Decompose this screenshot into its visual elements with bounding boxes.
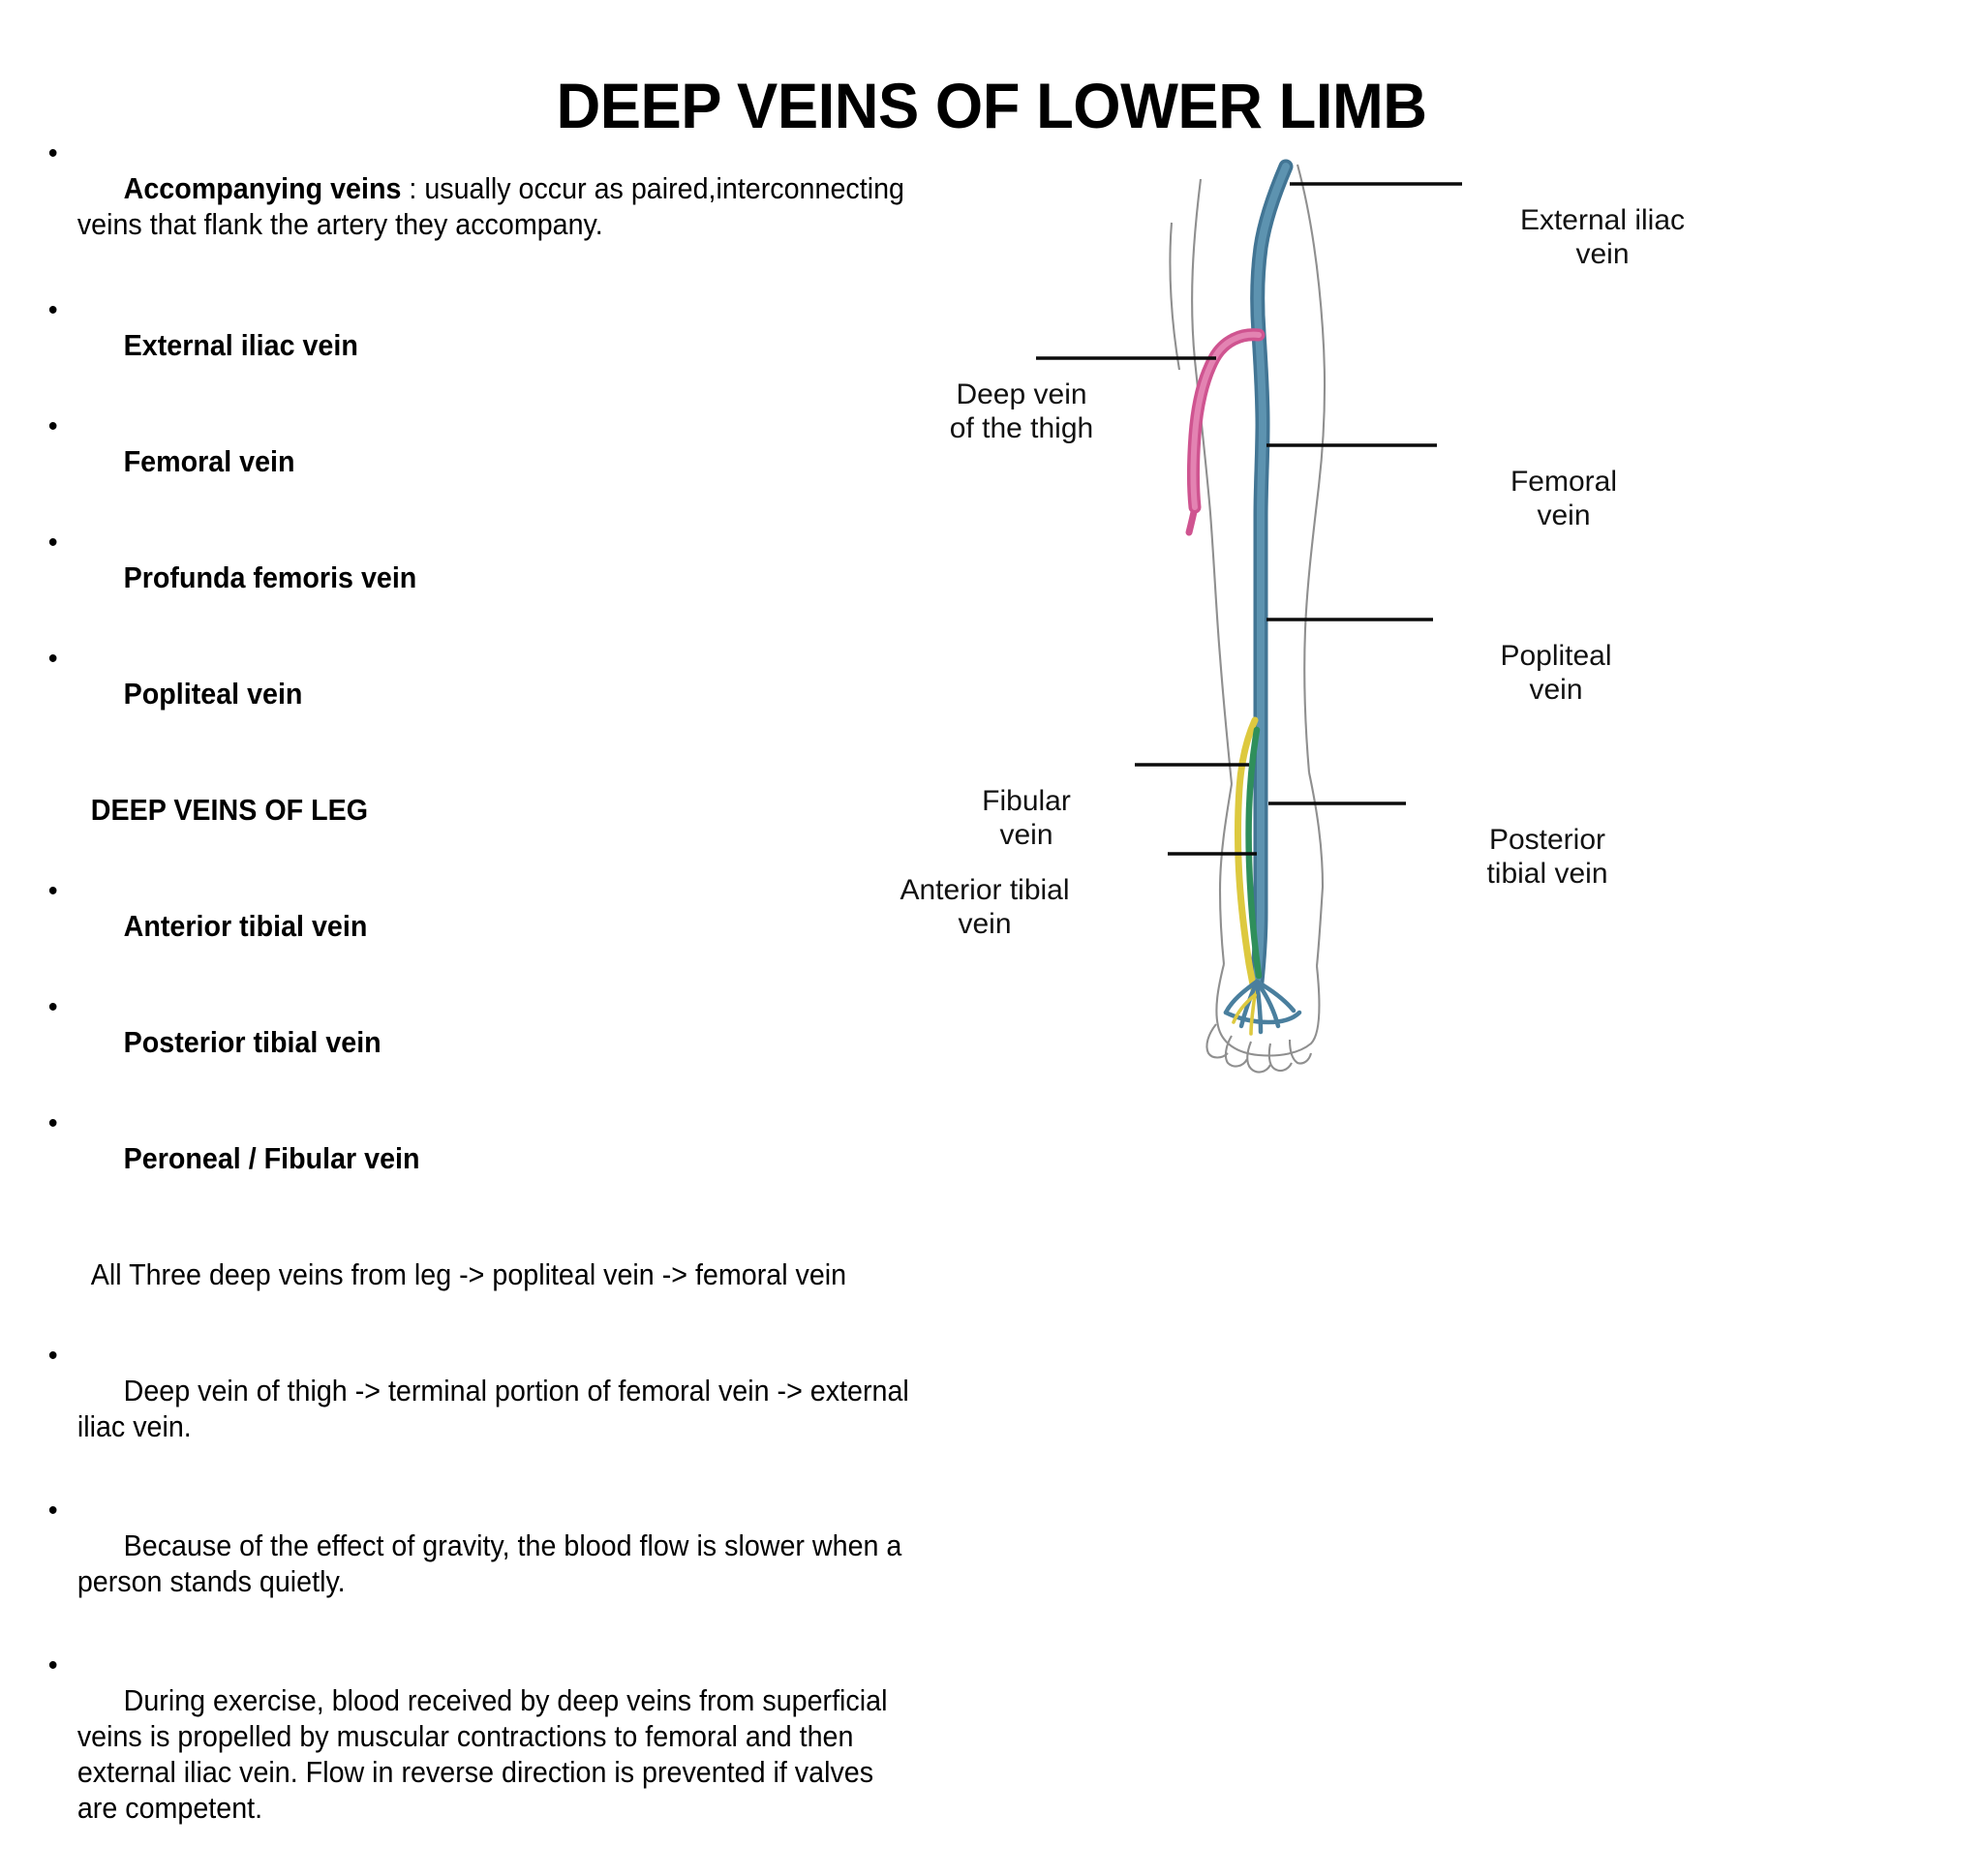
- list-item-accompanying-veins: • Accompanying veins : usually occur as p…: [45, 136, 918, 279]
- bullet-icon: •: [47, 1107, 58, 1139]
- popliteal-vein-label: Popliteal vein: [123, 678, 303, 711]
- anterior-tibial-vein-label: Anterior tibial vein: [123, 910, 368, 943]
- leg-vein-illustration: [1036, 159, 1462, 1074]
- external-iliac-vein-diagram-label: External iliac vein: [1467, 136, 1738, 339]
- external-iliac-vein-label: External iliac vein: [123, 329, 358, 362]
- list-item-anterior-tibial-vein: • Anterior tibial vein: [45, 873, 918, 981]
- bullet-icon: •: [47, 410, 58, 442]
- list-item-deep-vein-of-thigh-flow: • Deep vein of thigh -> terminal portion …: [45, 1338, 918, 1481]
- deep-vein-of-thigh-diagram-label: Deep vein of the thigh: [833, 310, 1210, 513]
- bullet-icon: •: [47, 137, 58, 169]
- list-item-exercise-note: • During exercise, blood received by deep…: [45, 1648, 918, 1862]
- exercise-note-text: During exercise, blood received by deep …: [76, 1684, 896, 1825]
- list-item-profunda-femoris-vein: • Profunda femoris vein: [45, 525, 918, 632]
- profunda-femoris-vein-label: Profunda femoris vein: [123, 561, 417, 594]
- list-item-popliteal-vein: • Popliteal vein: [45, 641, 918, 748]
- bullet-icon: •: [47, 1495, 58, 1527]
- list-item-external-iliac-vein: • External iliac vein: [45, 292, 918, 400]
- leader-lines: [1036, 182, 1462, 856]
- deep-veins-of-leg-text: DEEP VEINS OF LEG: [90, 794, 369, 827]
- list-item-femoral-vein: • Femoral vein: [45, 408, 918, 516]
- label-line-1: Deep vein of the thigh: [949, 378, 1094, 444]
- femoral-vein-diagram-label: Femoral vein: [1443, 397, 1685, 600]
- label-line-1: Posterior tibial vein: [1486, 824, 1608, 890]
- bullet-icon: •: [47, 991, 58, 1023]
- list-item-posterior-tibial-vein: • Posterior tibial vein: [45, 989, 918, 1097]
- list-item-peroneal-fibular-vein: • Peroneal / Fibular vein: [45, 1105, 918, 1213]
- bullet-icon: •: [47, 1649, 58, 1681]
- foot-outline: [1205, 963, 1321, 1074]
- gravity-note-text: Because of the effect of gravity, the bl…: [76, 1529, 910, 1598]
- popliteal-vein-diagram-label: Popliteal vein: [1435, 571, 1677, 774]
- deep-vein-of-thigh-flow-text: Deep vein of thigh -> terminal portion o…: [76, 1375, 917, 1443]
- label-line-1: Anterior tibial vein: [900, 874, 1070, 940]
- bullet-icon: •: [47, 875, 58, 907]
- dorsal-venous-arch: [1223, 979, 1302, 1035]
- note-all-three-deep-veins: All Three deep veins from leg -> poplite…: [45, 1222, 918, 1329]
- slide-canvas: DEEP VEINS OF LOWER LIMB • Accompanying v…: [45, 70, 1975, 1825]
- list-item-gravity-note: • Because of the effect of gravity, the b…: [45, 1493, 918, 1636]
- bullet-icon: •: [47, 294, 58, 326]
- accompanying-veins-term: Accompanying veins: [123, 172, 402, 205]
- all-three-deep-veins-text: All Three deep veins from leg -> poplite…: [90, 1258, 847, 1291]
- fibular-vein-diagram-label: Fibular vein: [920, 716, 1133, 920]
- anterior-tibial-vein-diagram-label: Anterior tibial vein: [806, 805, 1164, 1009]
- main-vein-highlight: [1253, 163, 1290, 985]
- deep-vein-of-thigh-highlight: [1190, 331, 1262, 510]
- label-line-1: External iliac vein: [1519, 204, 1686, 270]
- foot-vessel-yellow: [1232, 993, 1257, 1036]
- posterior-tibial-vein-label: Posterior tibial vein: [123, 1026, 381, 1059]
- anterior-tibial-vein-path: [1245, 726, 1263, 980]
- accompanying-veins-definition: : usually occur as paired,interconnectin…: [76, 172, 912, 241]
- posterior-tibial-vein-diagram-label: Posterior tibial vein: [1412, 755, 1683, 958]
- label-line-1: Femoral vein: [1510, 466, 1618, 531]
- bullet-icon: •: [47, 643, 58, 675]
- page-title: DEEP VEINS OF LOWER LIMB: [556, 70, 1427, 142]
- femoral-vein-label: Femoral vein: [123, 445, 295, 478]
- deep-veins-diagram: External iliac vein Deep vein of the thi…: [900, 126, 1975, 1094]
- label-line-1: Popliteal vein: [1500, 640, 1612, 706]
- peroneal-fibular-vein-label: Peroneal / Fibular vein: [123, 1142, 420, 1175]
- section-heading-deep-veins-of-leg: DEEP VEINS OF LEG: [45, 757, 918, 864]
- bullet-icon: •: [47, 527, 58, 559]
- label-line-1: Fibular vein: [982, 785, 1071, 851]
- bullet-icon: •: [47, 1340, 58, 1372]
